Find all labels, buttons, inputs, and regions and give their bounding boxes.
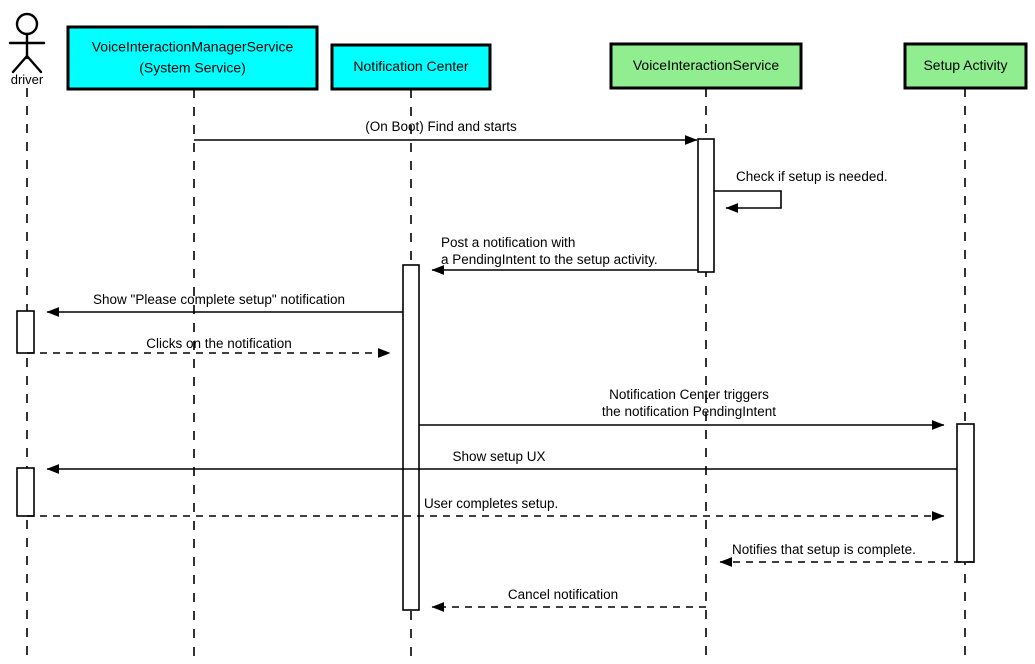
activation-driver-2 bbox=[16, 467, 35, 517]
participant-setup-activity[interactable]: Setup Activity bbox=[903, 42, 1028, 90]
message-on-boot-find-and-starts: (On Boot) Find and starts bbox=[194, 119, 698, 145]
activation-setup-activity-1 bbox=[956, 423, 975, 563]
participant-box bbox=[903, 42, 1028, 90]
message-label: User completes setup. bbox=[424, 496, 558, 511]
message-self-loop-path bbox=[714, 190, 782, 213]
message-label: Show setup UX bbox=[452, 449, 545, 464]
participant-label-line2: (System Service) bbox=[139, 60, 246, 76]
message-label: Notifies that setup is complete. bbox=[732, 542, 916, 557]
participant-box bbox=[609, 42, 803, 90]
participant-label-line1: VoiceInteractionService bbox=[633, 57, 780, 73]
participant-label-line1: Setup Activity bbox=[923, 57, 1007, 73]
actor-head-icon bbox=[15, 12, 39, 36]
message-notifies-that-setup-is-complete: Notifies that setup is complete. bbox=[719, 542, 974, 567]
message-label-line1: Post a notification with bbox=[441, 235, 575, 250]
participant-box bbox=[66, 25, 319, 91]
message-post-a-notification: Post a notification with a PendingIntent… bbox=[431, 235, 698, 275]
activation-bars-group bbox=[16, 138, 975, 611]
message-label: Show "Please complete setup" notificatio… bbox=[93, 292, 345, 307]
message-notification-center-triggers-pendingintent: Notification Center triggers the notific… bbox=[419, 387, 945, 430]
participant-voiceinteractionservice[interactable]: VoiceInteractionService bbox=[609, 42, 803, 90]
message-label: Clicks on the notification bbox=[146, 336, 292, 351]
message-show-please-complete-setup-notification: Show "Please complete setup" notificatio… bbox=[46, 292, 403, 317]
message-check-if-setup-is-needed: Check if setup is needed. bbox=[714, 169, 888, 213]
message-cancel-notification: Cancel notification bbox=[431, 587, 706, 612]
activation-voiceinteractionservice-1 bbox=[697, 138, 715, 273]
actor-driver[interactable]: driver bbox=[8, 12, 46, 87]
activation-driver-1 bbox=[16, 310, 35, 354]
participant-voiceinteractionmanagerservice[interactable]: VoiceInteractionManagerService (System S… bbox=[66, 25, 319, 91]
message-label: (On Boot) Find and starts bbox=[365, 119, 517, 134]
participant-notification-center[interactable]: Notification Center bbox=[330, 43, 492, 91]
message-label-line2: a PendingIntent to the setup activity. bbox=[441, 252, 658, 267]
message-label: Cancel notification bbox=[508, 587, 618, 602]
message-clicks-on-the-notification: Clicks on the notification bbox=[27, 336, 391, 358]
actor-driver-label: driver bbox=[11, 72, 44, 87]
participant-label-line1: VoiceInteractionManagerService bbox=[92, 39, 294, 55]
participant-label-line1: Notification Center bbox=[353, 58, 469, 74]
message-label-line2: the notification PendingIntent bbox=[602, 404, 776, 419]
actor-leg-left-icon bbox=[11, 54, 29, 74]
message-label-line1: Notification Center triggers bbox=[609, 387, 769, 402]
message-show-setup-ux: Show setup UX bbox=[46, 449, 957, 474]
actor-leg-right-icon bbox=[25, 54, 43, 74]
activation-notification-center-1 bbox=[402, 264, 420, 611]
message-label: Check if setup is needed. bbox=[736, 169, 888, 184]
message-user-completes-setup: User completes setup. bbox=[27, 496, 945, 521]
participant-box bbox=[330, 43, 492, 91]
